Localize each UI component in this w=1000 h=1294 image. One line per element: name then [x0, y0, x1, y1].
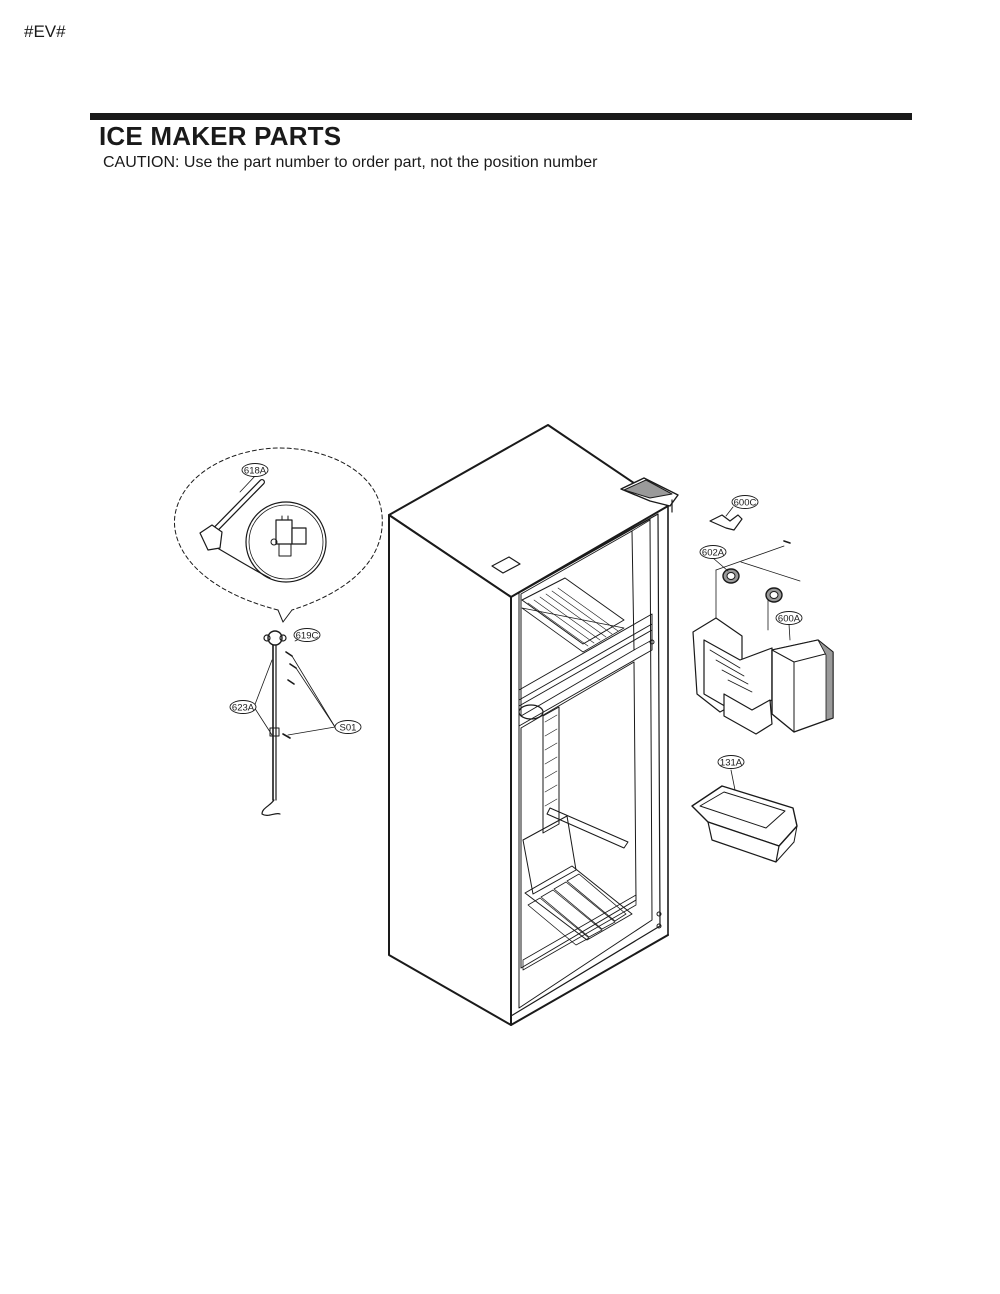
callout-623A: 623A: [232, 703, 255, 714]
title-rule: [90, 113, 912, 120]
callout-618A: 618A: [244, 466, 267, 477]
callout-600C: 600C: [734, 498, 757, 509]
water-inlet-tube: [261, 630, 297, 817]
callout-602A: 602A: [702, 548, 725, 559]
callout-619C: 619C: [296, 631, 319, 642]
callout-600C-bubble: [731, 495, 759, 509]
callout-602A-bubble: [699, 545, 727, 559]
refrigerator-cabinet: [388, 424, 679, 1026]
callout-623A-bubble: [229, 700, 257, 714]
callout-bubbles: [229, 463, 803, 769]
callout-618A-bubble: [241, 463, 269, 477]
page-tag: #EV#: [24, 22, 66, 41]
callout-S01-bubble: [334, 720, 362, 734]
callout-131A-bubble: [717, 755, 745, 769]
callout-131A: 131A: [720, 758, 743, 769]
callout-619C-bubble: [293, 628, 321, 642]
page-title: ICE MAKER PARTS: [99, 121, 342, 151]
callout-S01: S01: [340, 723, 357, 734]
water-valve-detail: [173, 447, 383, 623]
callout-600A-bubble: [775, 611, 803, 625]
callout-600A: 600A: [778, 614, 801, 625]
leader-lines: [239, 475, 791, 791]
caution-note: CAUTION: Use the part number to order pa…: [103, 154, 598, 171]
ice-maker-assembly: [691, 514, 834, 863]
